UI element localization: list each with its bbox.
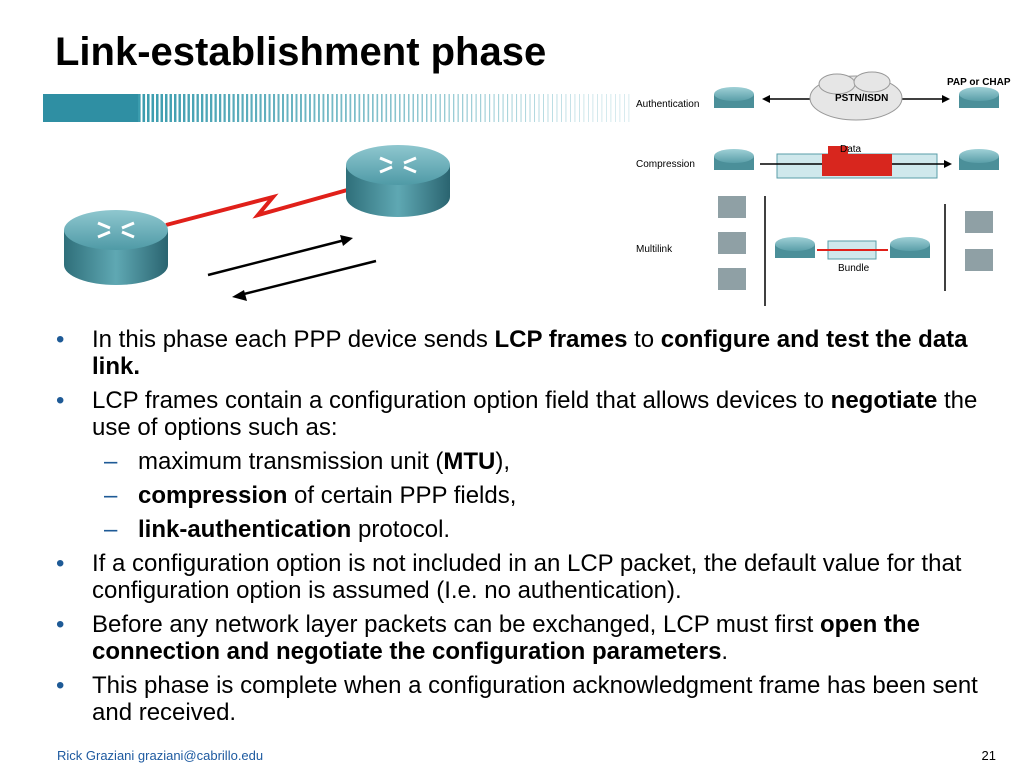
sub-bullet-item: –maximum transmission unit (MTU), — [52, 448, 982, 475]
label-compression: Compression — [636, 159, 695, 170]
page-number: 21 — [981, 748, 996, 763]
text: maximum transmission unit ( — [138, 448, 444, 475]
bold-text: link-authentication — [138, 516, 352, 543]
exchange-arrow-left-icon — [232, 259, 377, 301]
multilink-router-right-icon — [890, 237, 930, 258]
label-pstn-isdn: PSTN/ISDN — [835, 93, 888, 104]
bold-text: LCP frames — [494, 326, 628, 353]
pstn-cloud-icon — [809, 71, 903, 121]
comp-router-right-icon — [959, 149, 999, 170]
text: LCP frames contain a configuration optio… — [92, 387, 831, 414]
bold-text: MTU — [443, 448, 496, 475]
comp-router-left-icon — [714, 149, 754, 170]
bullet-dot-icon: • — [56, 672, 65, 699]
auth-router-left-icon — [714, 87, 754, 108]
bullet-item: • LCP frames contain a configuration opti… — [52, 387, 982, 441]
text: protocol. — [351, 516, 451, 543]
bullet-dot-icon: • — [56, 550, 65, 577]
title-stripe-band — [43, 94, 630, 122]
text: ), — [495, 448, 511, 475]
footer-author: Rick Graziani graziani@cabrillo.edu — [57, 748, 264, 763]
serial-link-illustration — [64, 145, 450, 301]
label-multilink: Multilink — [636, 244, 673, 255]
text: This phase is complete when a configurat… — [92, 672, 978, 726]
bold-text: negotiate — [830, 387, 938, 414]
text: In this phase each PPP device sends — [92, 326, 495, 353]
sub-bullet-item: –compression of certain PPP fields, — [52, 482, 982, 509]
text: to — [627, 326, 661, 353]
bullet-item: • If a configuration option is not includ… — [52, 550, 982, 604]
bullet-dot-icon: • — [56, 387, 65, 414]
dash-marker-icon: – — [104, 482, 118, 509]
label-pap-chap: PAP or CHAP — [947, 77, 1011, 88]
bullet-item: • In this phase each PPP device sends LCP… — [52, 326, 982, 380]
bold-text: configure and test the data link. — [92, 326, 968, 380]
bold-text: open the connection and negotiate the co… — [92, 611, 920, 665]
dash-marker-icon: – — [104, 448, 118, 475]
label-authentication: Authentication — [636, 99, 699, 110]
label-bundle: Bundle — [838, 263, 870, 274]
bold-text: compression — [138, 482, 288, 509]
router-left-icon — [64, 210, 168, 285]
serial-link-line — [165, 185, 359, 227]
label-data: Data — [840, 144, 862, 155]
slide-title: Link-establishment phase — [55, 30, 547, 74]
auth-router-right-icon — [959, 87, 999, 108]
bullet-dot-icon: • — [56, 326, 65, 353]
router-right-icon — [346, 145, 450, 217]
compression-vise-icon — [822, 146, 892, 176]
text: the use of options such as: — [92, 387, 978, 441]
sub-bullet-item: –link-authentication protocol. — [52, 516, 982, 543]
bullet-item: • This phase is complete when a configura… — [52, 672, 982, 726]
dash-marker-icon: – — [104, 516, 118, 543]
text: If a configuration option is not include… — [92, 550, 962, 604]
bullet-item: • Before any network layer packets can be… — [52, 611, 982, 665]
bullet-list: • In this phase each PPP device sends LCP… — [52, 326, 982, 733]
bullet-dot-icon: • — [56, 611, 65, 638]
multilink-pc-icons — [718, 196, 993, 290]
text: . — [721, 638, 729, 665]
text: of certain PPP fields, — [287, 482, 517, 509]
exchange-arrow-right-icon — [207, 235, 353, 277]
multilink-router-left-icon — [775, 237, 815, 258]
ppp-options-diagram: Authentication Compression Multilink PAP… — [636, 71, 1011, 306]
text: Before any network layer packets can be … — [92, 611, 820, 638]
